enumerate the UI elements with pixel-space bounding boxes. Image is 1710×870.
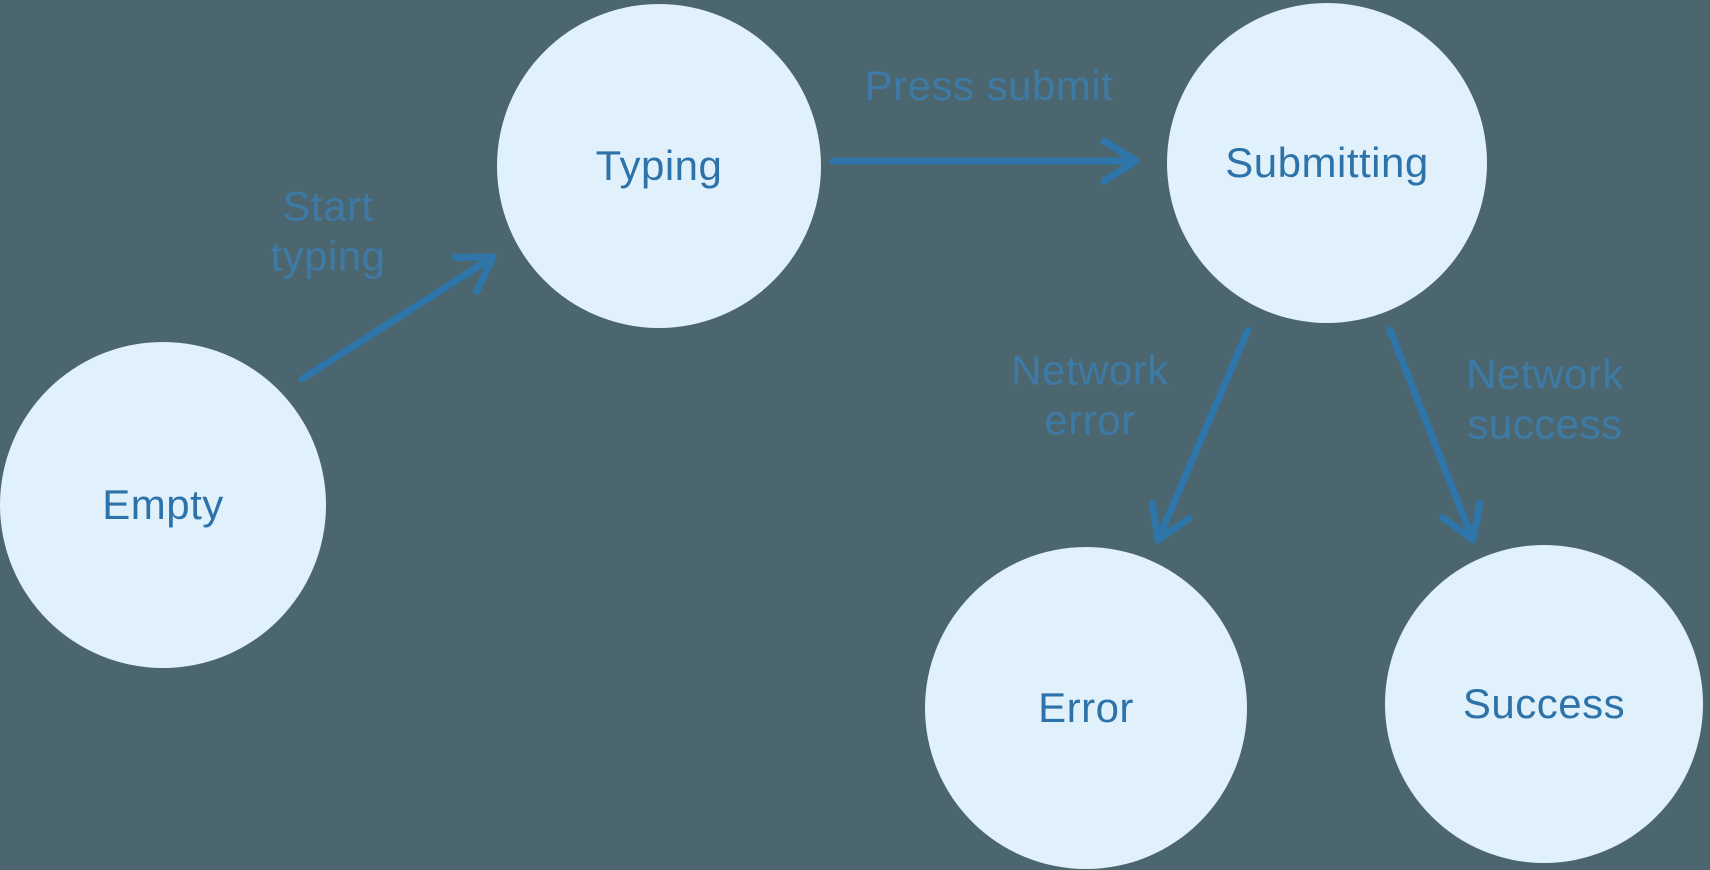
state-node-success: Success — [1385, 545, 1703, 863]
state-node-success-label: Success — [1462, 680, 1626, 727]
state-node-typing-label: Typing — [595, 142, 723, 189]
edge-label-start-typing: Start typing — [270, 182, 386, 280]
state-node-empty-label: Empty — [102, 481, 224, 528]
state-node-submitting: Submitting — [1167, 3, 1487, 323]
state-node-typing: Typing — [497, 4, 821, 328]
edge-arrow-network-error — [1148, 326, 1252, 544]
edge-label-network-error: Network error — [1011, 346, 1169, 444]
state-node-error-label: Error — [1038, 684, 1134, 731]
edge-label-network-success: Network success — [1466, 350, 1624, 448]
state-node-empty: Empty — [0, 342, 326, 668]
state-node-error: Error — [925, 547, 1247, 869]
edge-label-press-submit: Press submit — [864, 61, 1114, 109]
edge-arrow-start-typing — [298, 253, 497, 383]
state-node-submitting-label: Submitting — [1225, 139, 1429, 186]
edge-arrow-network-success — [1386, 326, 1484, 544]
